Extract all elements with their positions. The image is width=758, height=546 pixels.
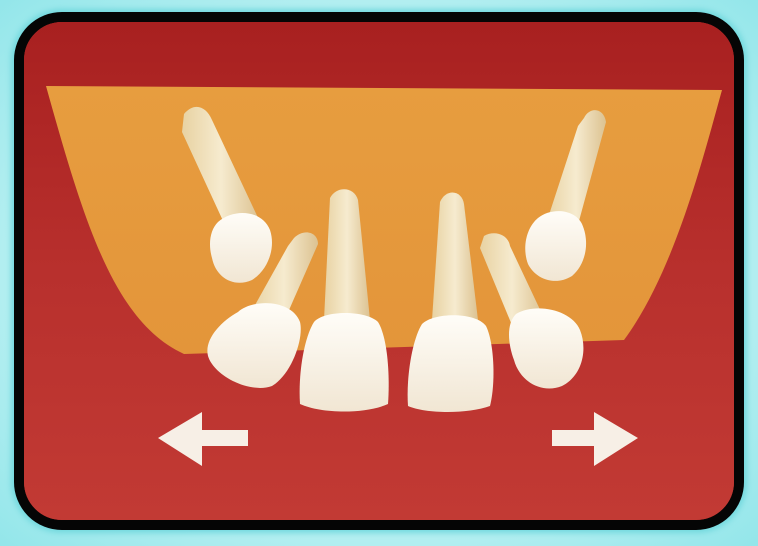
gum-shape [46, 86, 722, 354]
teeth-illustration [24, 22, 734, 520]
image-frame [14, 12, 744, 530]
